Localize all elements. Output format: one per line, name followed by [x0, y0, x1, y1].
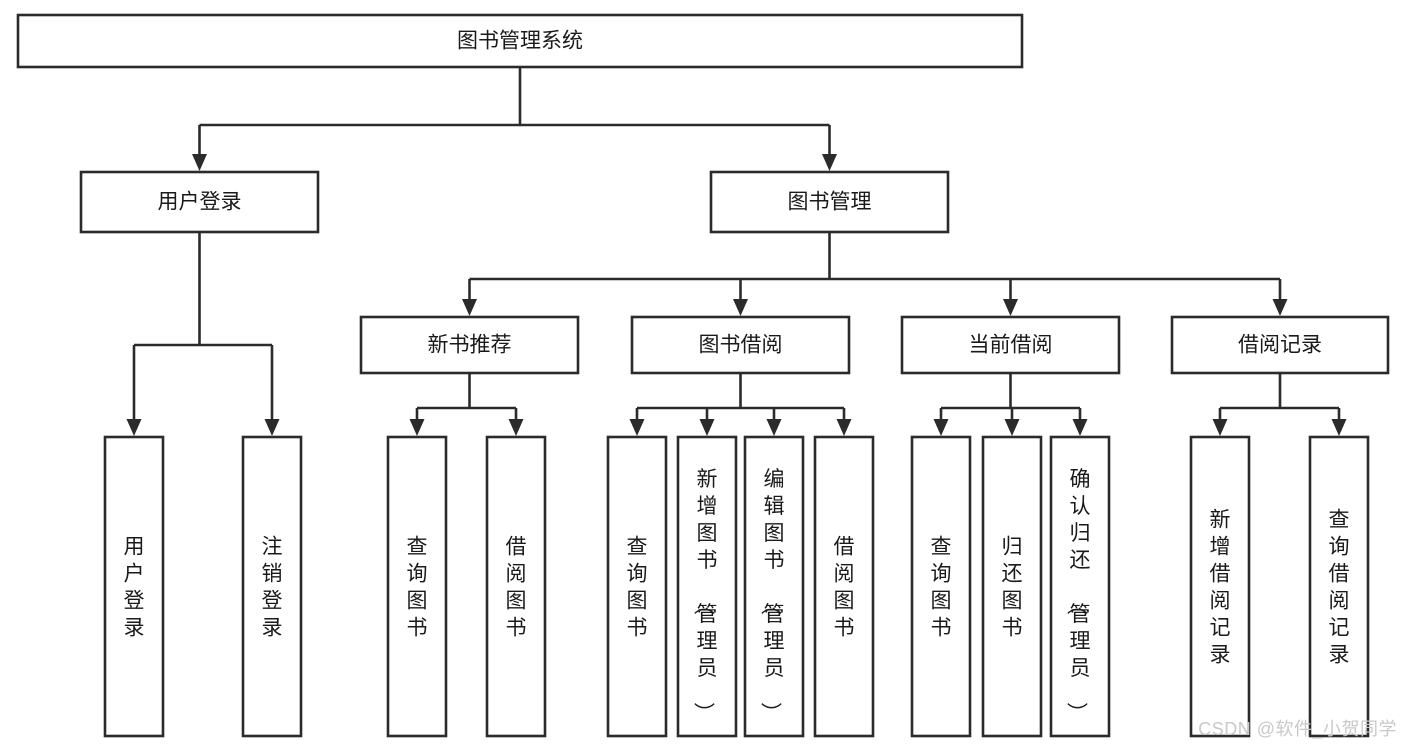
node-box: [981, 435, 1043, 738]
node-current-borrow[interactable]: 当前借阅: [900, 315, 1121, 375]
node-box: [241, 435, 303, 738]
node-box: [910, 435, 972, 738]
node-label: 确认归还（管理员）: [1065, 468, 1091, 723]
node-label: 查询借阅记录: [1329, 509, 1350, 667]
node-box: [16, 13, 1024, 69]
node-box: [1049, 435, 1111, 738]
node-leaf-query-record[interactable]: 查询借阅记录: [1308, 435, 1370, 738]
node-box: [813, 435, 875, 738]
node-box: [676, 435, 738, 738]
node-box: [743, 435, 805, 738]
node-leaf-add-book[interactable]: 新增图书（管理员）: [676, 435, 738, 738]
node-new-book-rec[interactable]: 新书推荐: [359, 315, 580, 375]
node-box: [1308, 435, 1370, 738]
node-box: [386, 435, 448, 738]
node-label: 编辑图书（管理员）: [759, 468, 785, 723]
node-leaf-logout[interactable]: 注销登录: [241, 435, 303, 738]
node-book-borrow[interactable]: 图书借阅: [630, 315, 851, 375]
node-leaf-add-record[interactable]: 新增借阅记录: [1189, 435, 1251, 738]
nodes-layer: 图书管理系统用户登录图书管理新书推荐图书借阅当前借阅借阅记录用户登录注销登录查询…: [16, 13, 1390, 738]
node-box: [606, 435, 668, 738]
node-leaf-confirm-return[interactable]: 确认归还（管理员）: [1049, 435, 1111, 738]
node-label: 新增借阅记录: [1210, 509, 1231, 667]
node-label: 查询图书: [627, 536, 648, 640]
node-leaf-borrow-book-2[interactable]: 借阅图书: [813, 435, 875, 738]
node-box: [485, 435, 547, 738]
node-leaf-query-book-3[interactable]: 查询图书: [910, 435, 972, 738]
node-label: 当前借阅: [969, 334, 1053, 357]
node-box: [1189, 435, 1251, 738]
node-user-login[interactable]: 用户登录: [79, 170, 320, 234]
node-book-manage[interactable]: 图书管理: [709, 170, 950, 234]
node-box: [359, 315, 580, 375]
node-label: 图书借阅: [699, 334, 783, 357]
node-label: 借阅图书: [506, 536, 527, 640]
node-box: [79, 170, 320, 234]
node-label: 借阅图书: [834, 536, 855, 640]
node-box: [1170, 315, 1390, 375]
node-root[interactable]: 图书管理系统: [16, 13, 1024, 69]
node-label: 新增图书（管理员）: [692, 468, 718, 723]
node-box: [103, 435, 165, 738]
node-label: 图书管理系统: [457, 30, 583, 53]
node-leaf-user-login[interactable]: 用户登录: [103, 435, 165, 738]
node-label: 用户登录: [124, 536, 145, 640]
node-label: 查询图书: [407, 536, 428, 640]
node-leaf-return-book[interactable]: 归还图书: [981, 435, 1043, 738]
node-leaf-borrow-book-1[interactable]: 借阅图书: [485, 435, 547, 738]
node-label: 归还图书: [1002, 536, 1023, 640]
node-box: [900, 315, 1121, 375]
node-borrow-record[interactable]: 借阅记录: [1170, 315, 1390, 375]
node-label: 借阅记录: [1238, 334, 1322, 357]
node-label: 图书管理: [788, 191, 872, 214]
node-box: [709, 170, 950, 234]
node-leaf-query-book-2[interactable]: 查询图书: [606, 435, 668, 738]
node-label: 新书推荐: [428, 334, 512, 357]
node-label: 用户登录: [158, 191, 242, 214]
node-box: [630, 315, 851, 375]
node-label: 注销登录: [262, 536, 283, 640]
node-leaf-edit-book[interactable]: 编辑图书（管理员）: [743, 435, 805, 738]
node-leaf-query-book-1[interactable]: 查询图书: [386, 435, 448, 738]
node-label: 查询图书: [931, 536, 952, 640]
connectors-layer: [126, 67, 1347, 436]
